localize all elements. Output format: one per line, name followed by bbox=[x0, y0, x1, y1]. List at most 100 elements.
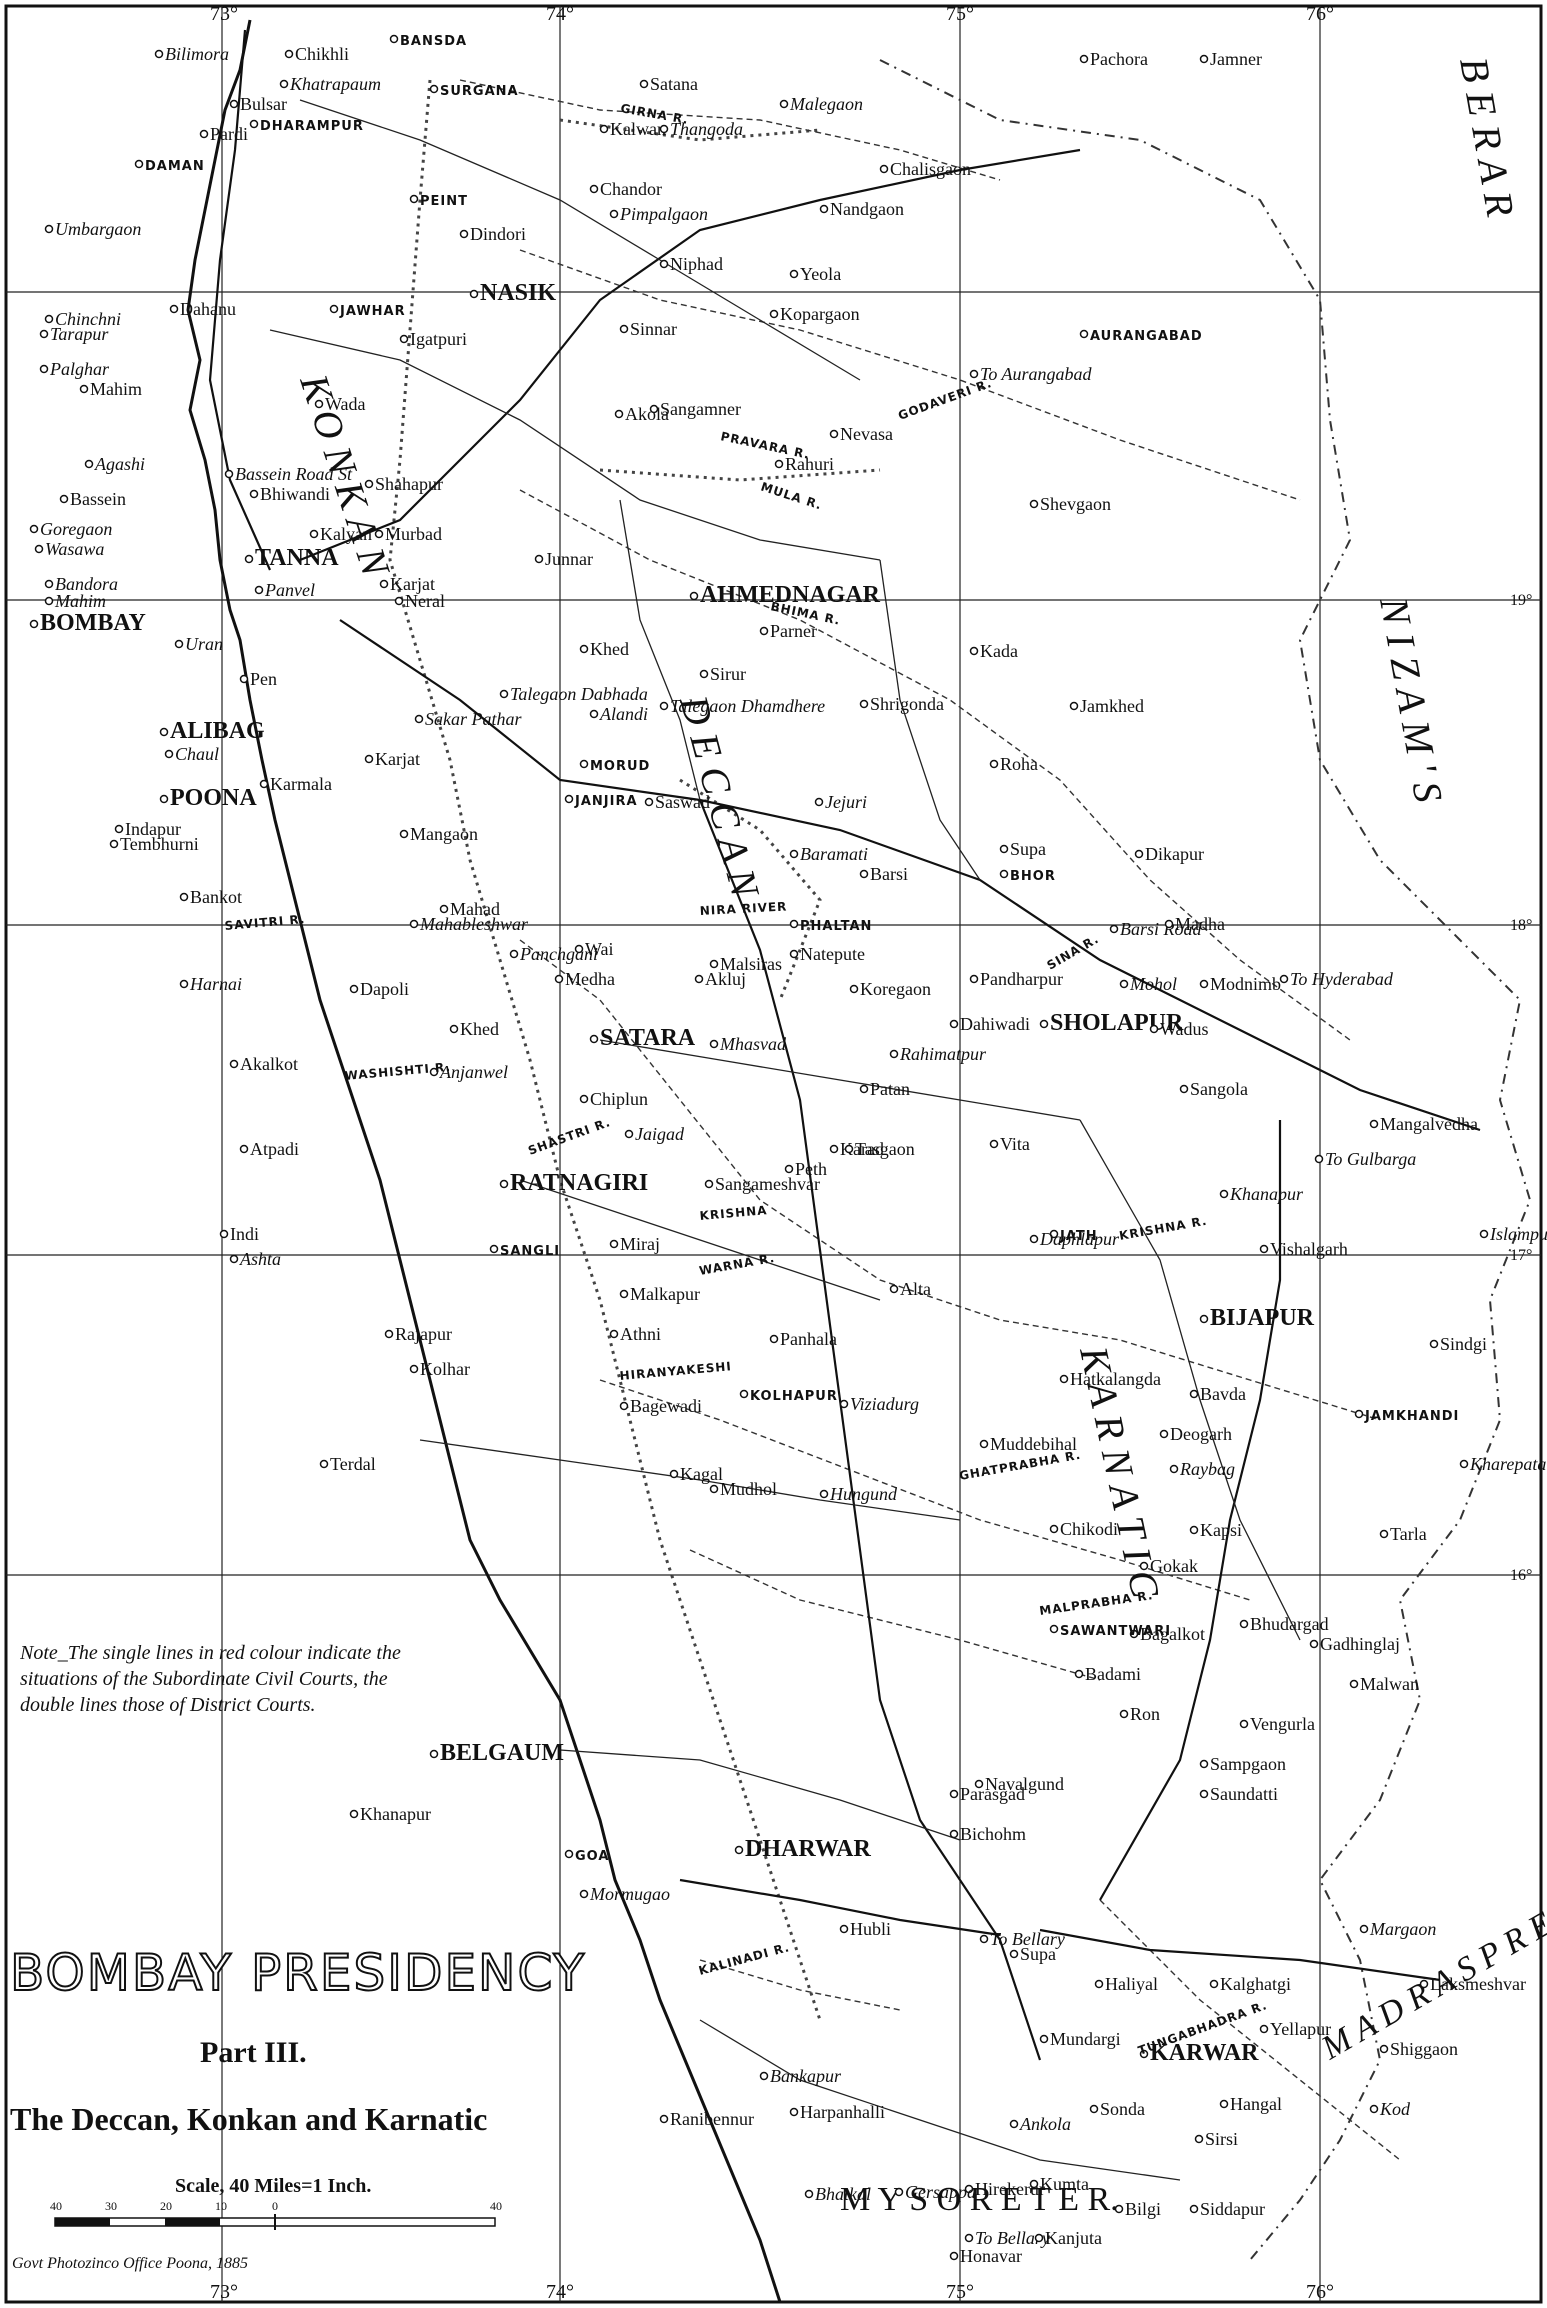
place-label: Bilgi bbox=[1125, 2199, 1161, 2219]
town-marker bbox=[964, 2233, 974, 2243]
place-label: Siddapur bbox=[1200, 2199, 1265, 2219]
place-label: Palghar bbox=[49, 359, 110, 379]
place-madha: Madha bbox=[1164, 914, 1225, 934]
place-label: Indapur bbox=[125, 819, 181, 839]
town-marker bbox=[1029, 499, 1039, 509]
town-marker bbox=[804, 2189, 814, 2199]
town-marker bbox=[399, 334, 409, 344]
hill-ranges bbox=[388, 79, 881, 2021]
lon-bottom-76: 76° bbox=[1306, 2281, 1334, 2303]
place-label: Laksmeshvar bbox=[1430, 1974, 1526, 1994]
town-marker bbox=[659, 124, 669, 134]
town-marker bbox=[789, 849, 799, 859]
town-marker bbox=[1074, 1669, 1084, 1679]
place-neral: Neral bbox=[394, 591, 445, 611]
place-label: Talegaon Dhamdhere bbox=[670, 696, 825, 716]
place-label: Ankola bbox=[1019, 2114, 1071, 2134]
place-label: Kumta bbox=[1040, 2174, 1089, 2194]
place-label: Barsi Road bbox=[1120, 919, 1203, 939]
place-label: SURGANA bbox=[440, 84, 519, 99]
place-label: Ranibennur bbox=[670, 2109, 754, 2129]
town-marker bbox=[609, 209, 619, 219]
place-label: DAMAN bbox=[145, 159, 205, 174]
place-label: Bavda bbox=[1200, 1384, 1246, 1404]
place-mormugao: Mormugao bbox=[579, 1884, 670, 1904]
place-label: Shrigonda bbox=[870, 694, 944, 714]
river-label-malprabha-r-: MALPRABHA R. bbox=[1038, 1588, 1154, 1618]
place-label: POONA bbox=[170, 785, 257, 811]
place-shahapur: Shahapur bbox=[364, 474, 443, 494]
place-dahanu: Dahanu bbox=[169, 299, 236, 319]
town-marker bbox=[1419, 1979, 1429, 1989]
place-rahuri: Rahuri bbox=[774, 454, 834, 474]
place-label: Jaigad bbox=[635, 1124, 685, 1144]
place-kapsi: Kapsi bbox=[1189, 1520, 1242, 1540]
town-marker bbox=[499, 1179, 509, 1189]
place-label: Nevasa bbox=[840, 424, 893, 444]
town-marker bbox=[1199, 1314, 1209, 1324]
place-label: Navalgund bbox=[985, 1774, 1064, 1794]
place-label: Parner bbox=[770, 621, 817, 641]
title-block: BOMBAY PRESIDENCY Part III. The Deccan, … bbox=[9, 1943, 585, 2197]
place-label: Hirekerur bbox=[975, 2179, 1045, 2199]
town-marker bbox=[109, 839, 119, 849]
town-marker bbox=[859, 869, 869, 879]
town-marker bbox=[229, 1254, 239, 1264]
place-label: Agashi bbox=[94, 454, 145, 474]
scale-tick-30: 30 bbox=[105, 2199, 117, 2213]
town-marker bbox=[164, 749, 174, 759]
town-marker bbox=[1049, 1229, 1059, 1239]
place-label: Jamner bbox=[1210, 49, 1262, 69]
town-marker bbox=[1139, 2049, 1149, 2059]
town-marker bbox=[639, 79, 649, 89]
town-marker bbox=[564, 1849, 574, 1859]
town-marker bbox=[989, 759, 999, 769]
place-ranibennur: Ranibennur bbox=[659, 2109, 754, 2129]
town-marker bbox=[759, 2071, 769, 2081]
place-bagewadi: Bagewadi bbox=[619, 1396, 702, 1416]
town-marker bbox=[179, 892, 189, 902]
scale-tick-20: 20 bbox=[160, 2199, 172, 2213]
place-wadus: Wadus bbox=[1149, 1019, 1209, 1039]
place-label: Shevgaon bbox=[1040, 494, 1111, 514]
place-label: Sirur bbox=[710, 664, 746, 684]
river-label-nira-river: NIRA RIVER bbox=[699, 899, 787, 918]
place-label: Akluj bbox=[705, 969, 746, 989]
town-marker bbox=[619, 324, 629, 334]
town-marker bbox=[1109, 924, 1119, 934]
place-navalgund: Navalgund bbox=[974, 1774, 1064, 1794]
place-label: Rahimatpur bbox=[899, 1044, 987, 1064]
town-marker bbox=[589, 1034, 599, 1044]
town-marker bbox=[1079, 54, 1089, 64]
lat-right-16: 16° bbox=[1510, 1567, 1532, 1584]
place-alandi: Alandi bbox=[589, 704, 648, 724]
town-marker bbox=[349, 1809, 359, 1819]
place-laksmeshvar: Laksmeshvar bbox=[1419, 1974, 1526, 1994]
place-sangamner: Sangamner bbox=[649, 399, 741, 419]
place-label: Talegaon Dabhada bbox=[510, 684, 648, 704]
place-label: Yeola bbox=[800, 264, 841, 284]
place-label: BIJAPUR bbox=[1210, 1305, 1315, 1331]
place-label: Rahuri bbox=[785, 454, 834, 474]
place-label: To Bellary bbox=[975, 2228, 1050, 2248]
place-label: Igatpuri bbox=[410, 329, 467, 349]
region-berar: B E R A R bbox=[1451, 54, 1523, 220]
town-marker bbox=[969, 369, 979, 379]
town-marker bbox=[1139, 1561, 1149, 1571]
place-dharampur: DHARAMPUR bbox=[249, 119, 363, 134]
place-raybag: Raybag bbox=[1169, 1459, 1235, 1479]
town-marker bbox=[314, 399, 324, 409]
place-chinchni: Chinchni bbox=[44, 309, 121, 329]
place-mangaon: Mangaon bbox=[399, 824, 478, 844]
place-label: Koregaon bbox=[860, 979, 931, 999]
place-label: ALIBAG bbox=[170, 718, 265, 744]
place-bavda: Bavda bbox=[1189, 1384, 1246, 1404]
place-label: SAWANTWARI bbox=[1060, 1624, 1171, 1639]
town-marker bbox=[739, 1389, 749, 1399]
town-marker bbox=[829, 1144, 839, 1154]
town-marker bbox=[969, 646, 979, 656]
town-marker bbox=[619, 1289, 629, 1299]
place-label: Mudhol bbox=[720, 1479, 777, 1499]
